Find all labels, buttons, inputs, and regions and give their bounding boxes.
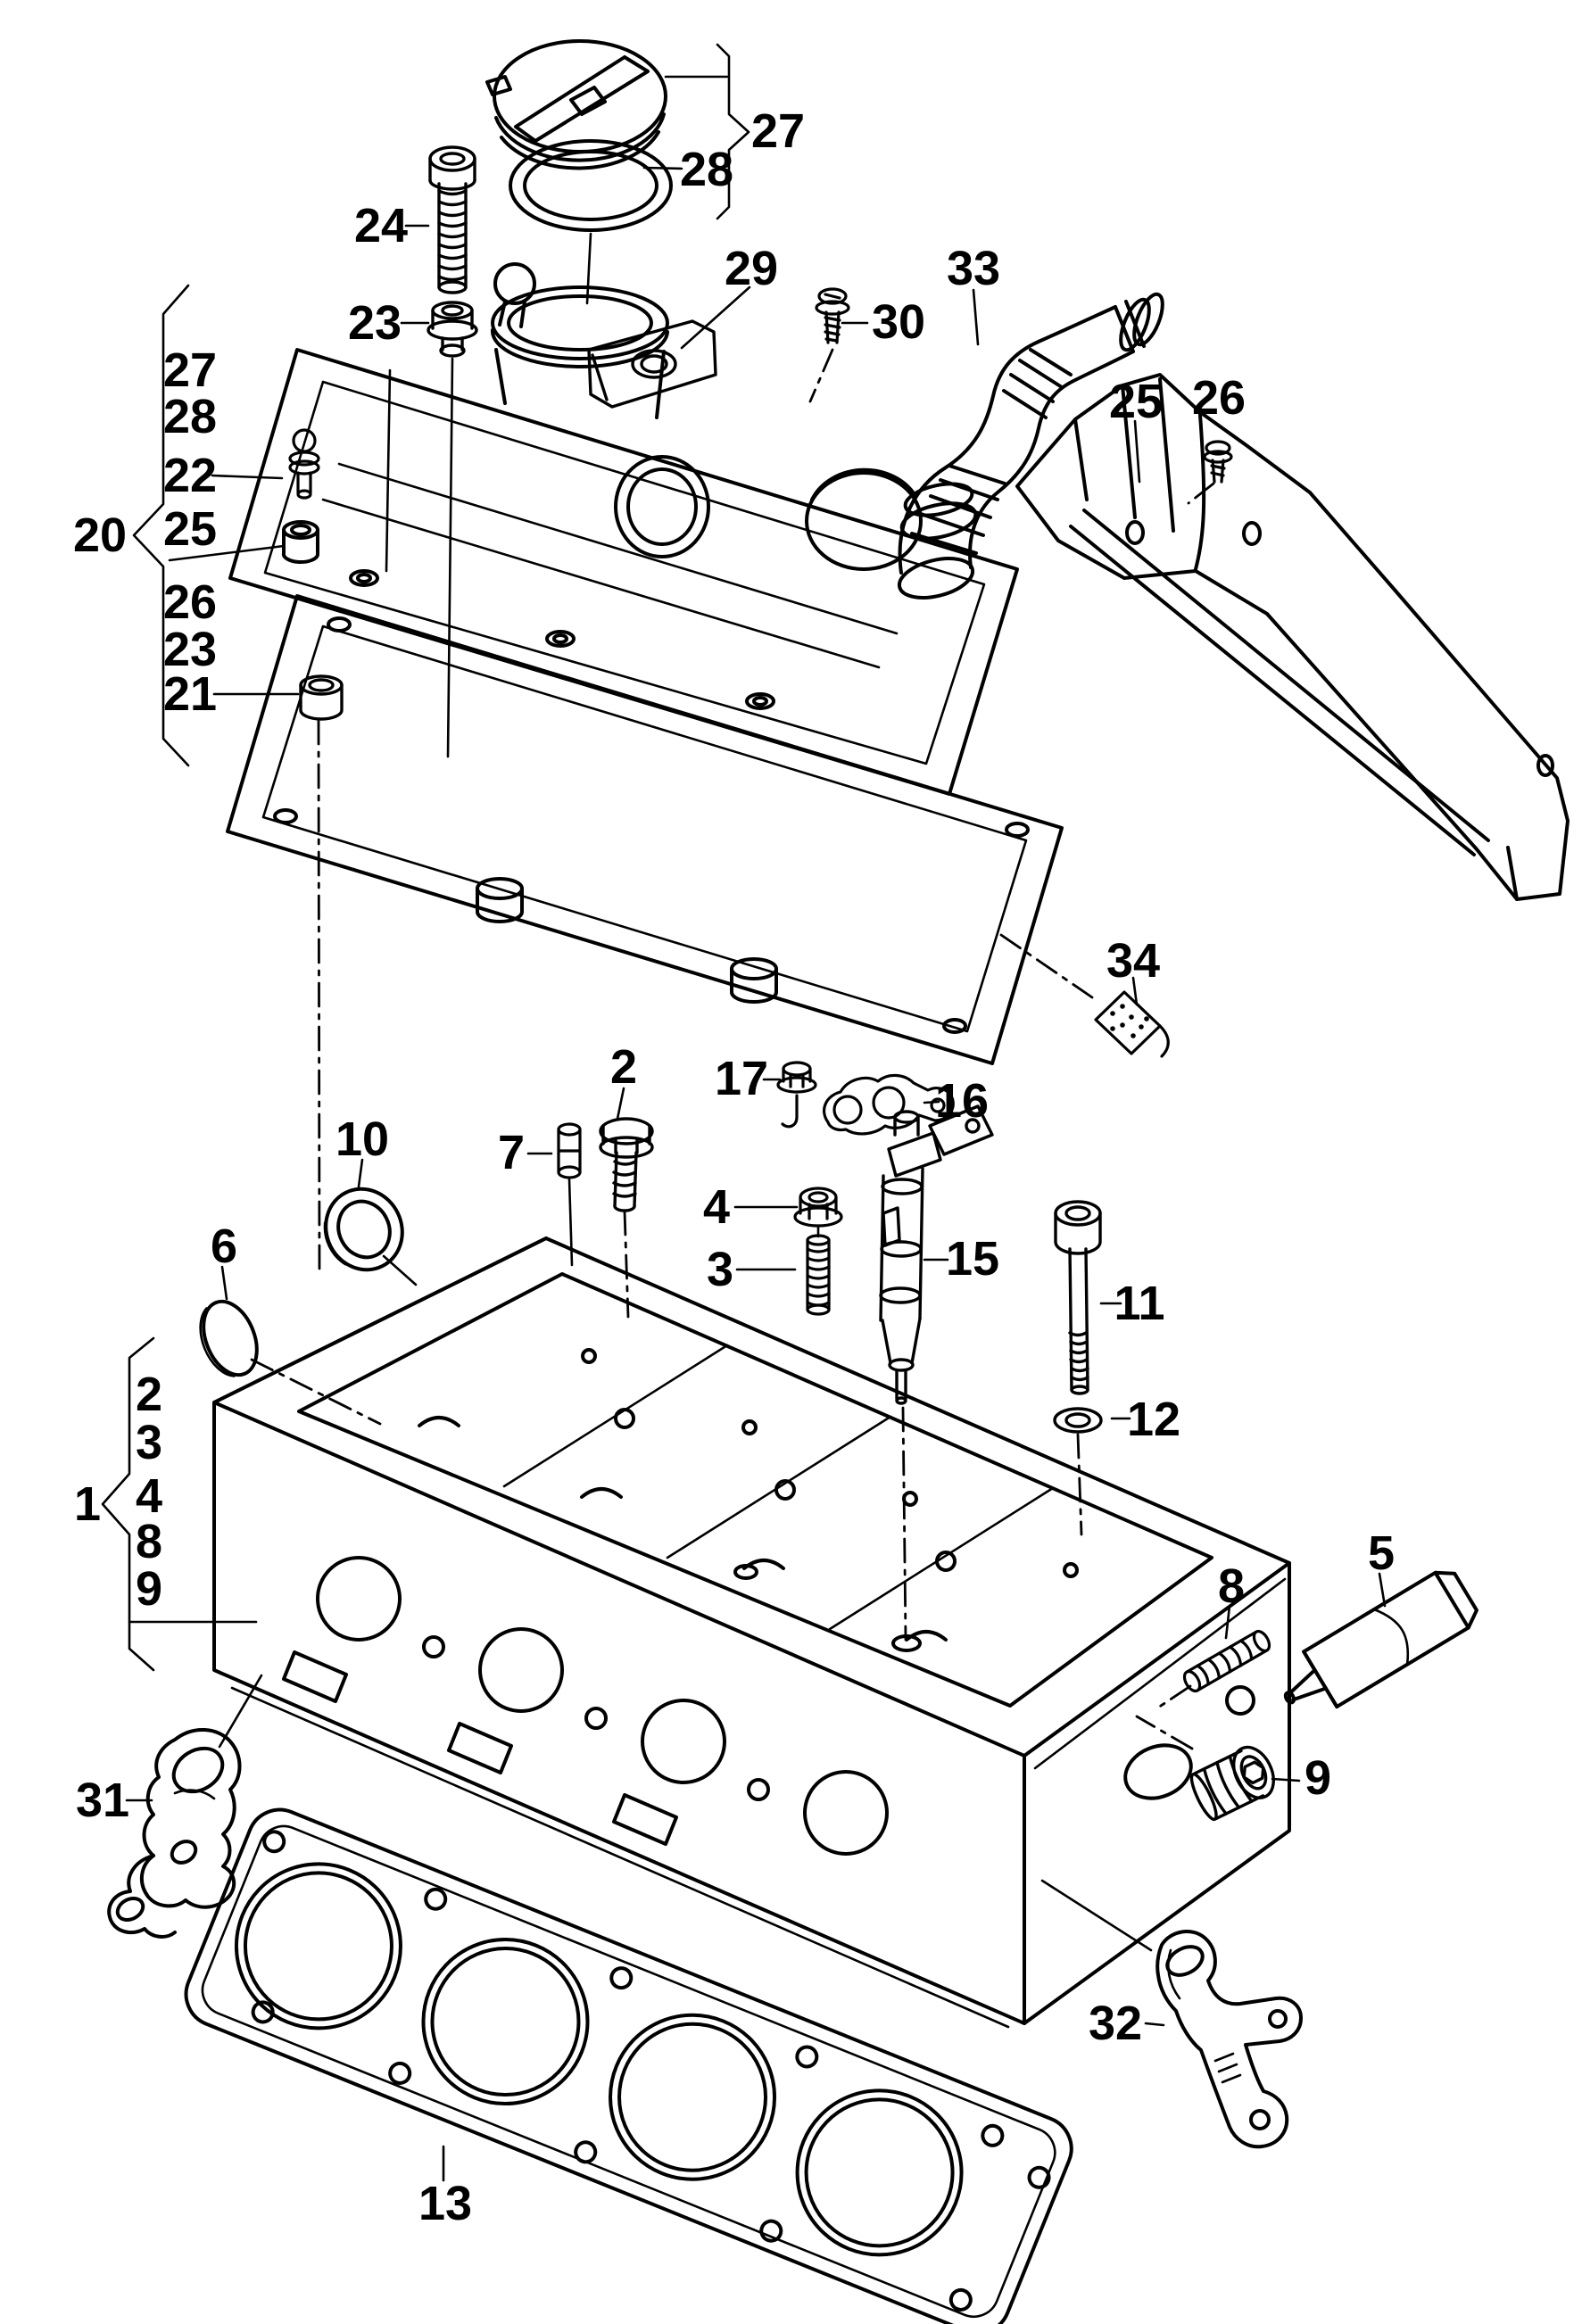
- sealant-strip-34: [1094, 990, 1170, 1058]
- sealant-tube-5: [1283, 1570, 1478, 1709]
- callout-1-9: 9: [136, 1562, 162, 1616]
- bolt-11: [1054, 1200, 1102, 1395]
- callout-20-25: 25: [163, 502, 217, 556]
- callout-24: 24: [354, 199, 408, 252]
- callout-2: 2: [610, 1040, 637, 1094]
- callout-20-22: 22: [163, 449, 217, 502]
- screw-30: [815, 287, 850, 344]
- callout-20-28: 28: [163, 390, 217, 443]
- head-gasket-13: [184, 1807, 1073, 2324]
- register-lines: [250, 348, 1215, 1750]
- cylinder-head: [212, 1236, 1291, 2029]
- bushing-21: [299, 674, 344, 721]
- shaft-seal-10: [323, 1187, 404, 1272]
- injector-15: [879, 1104, 994, 1405]
- callout-7: 7: [498, 1126, 525, 1179]
- callout-34: 34: [1106, 934, 1160, 988]
- group-bracket-20: [132, 284, 300, 767]
- grommet-23: [427, 301, 478, 358]
- dowel-pin-7: [557, 1122, 582, 1179]
- nut-4: [793, 1187, 843, 1228]
- bolt-24: [428, 145, 476, 294]
- bracket-32: [1155, 1930, 1303, 2149]
- callout-1-2: 2: [136, 1368, 162, 1421]
- breather-valve-22: [288, 428, 320, 500]
- callout-16: 16: [935, 1074, 989, 1128]
- callout-17: 17: [715, 1052, 768, 1105]
- washer-12: [1053, 1407, 1103, 1434]
- callout-5: 5: [1368, 1526, 1395, 1580]
- callout-10: 10: [335, 1112, 389, 1166]
- cap-seal-ring: [509, 139, 673, 232]
- callout-1: 1: [74, 1477, 101, 1531]
- callout-6: 6: [211, 1220, 237, 1273]
- callout-20-27: 27: [163, 343, 217, 397]
- callout-11: 11: [1114, 1277, 1164, 1330]
- callout-1-8: 8: [136, 1515, 162, 1568]
- callout-20-26: 26: [163, 575, 217, 629]
- screw-plug-9: [1189, 1745, 1275, 1822]
- callout-32: 32: [1089, 1997, 1142, 2050]
- bolt-2: [599, 1117, 654, 1212]
- callout-30: 30: [872, 295, 925, 349]
- callout-20-23: 23: [163, 623, 217, 676]
- callout-20-21: 21: [163, 667, 217, 721]
- sealing-cap-6: [199, 1299, 259, 1377]
- callout-20: 20: [73, 509, 127, 562]
- callout-29: 29: [725, 242, 778, 295]
- valve-cover: [228, 262, 1019, 796]
- callout-8-right: 8: [1218, 1559, 1245, 1613]
- callout-9-right: 9: [1305, 1751, 1331, 1805]
- bracket-31: [107, 1727, 242, 1939]
- callout-33: 33: [947, 242, 1000, 295]
- callout-31: 31: [76, 1774, 129, 1827]
- callout-15: 15: [946, 1232, 999, 1286]
- leader-lines: [125, 224, 1387, 2182]
- callout-12: 12: [1127, 1393, 1180, 1446]
- gasket-16: [823, 1073, 955, 1136]
- callout-25-right: 25: [1109, 375, 1163, 428]
- cover-gasket: [226, 594, 1064, 1065]
- cap-group-bracket: [642, 43, 750, 220]
- callout-26-right: 26: [1192, 371, 1246, 425]
- callout-13: 13: [418, 2177, 472, 2230]
- callout-4: 4: [703, 1180, 730, 1234]
- nut-17: [776, 1061, 817, 1129]
- callout-3: 3: [707, 1243, 733, 1296]
- heat-shield-25: [1015, 373, 1570, 901]
- callout-1-3: 3: [136, 1416, 162, 1469]
- callout-27-top: 27: [751, 104, 805, 158]
- screw-26: [1203, 440, 1233, 484]
- callout-23-top: 23: [348, 296, 402, 350]
- group-bracket-1: [101, 1336, 258, 1672]
- stud-8: [1182, 1629, 1271, 1693]
- callout-28-top: 28: [680, 143, 733, 196]
- stud-3: [806, 1234, 831, 1316]
- callout-1-4: 4: [136, 1469, 162, 1523]
